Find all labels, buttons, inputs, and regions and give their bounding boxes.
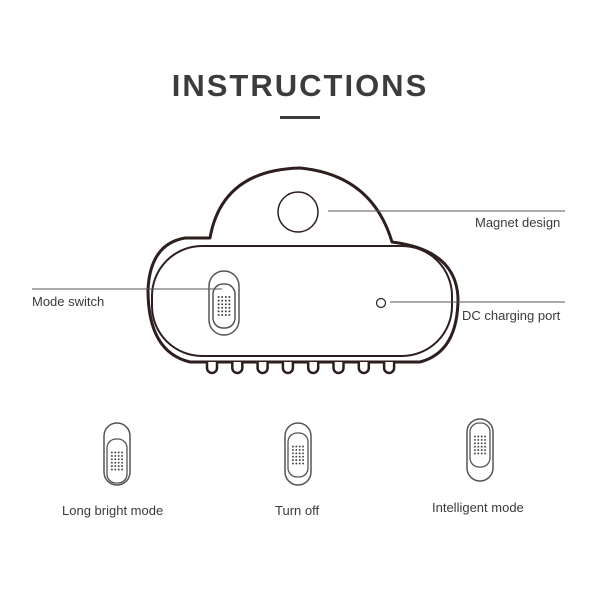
- led-bumps: [205, 362, 396, 375]
- front-panel: [151, 245, 453, 357]
- dc-port-hole: [375, 297, 387, 309]
- magnet-design-label: Magnet design: [475, 215, 561, 230]
- device-mode-switch: [208, 270, 240, 336]
- magnet-circle: [277, 191, 319, 233]
- dc-charging-port-label: DC charging port: [462, 308, 561, 323]
- mode-switch-label: Mode switch: [32, 294, 105, 309]
- title-underline: [280, 116, 320, 119]
- switch-grip-dots: [217, 296, 231, 316]
- switch-icon-intelligent: [466, 418, 494, 482]
- switch-icon-long-bright: [103, 422, 131, 486]
- turn-off-caption: Turn off: [275, 503, 320, 518]
- long-bright-mode-caption: Long bright mode: [62, 503, 164, 518]
- switch-icon-turn-off: [284, 422, 312, 486]
- intelligent-mode-caption: Intelligent mode: [432, 500, 524, 515]
- page-title: INSTRUCTIONS: [171, 68, 429, 103]
